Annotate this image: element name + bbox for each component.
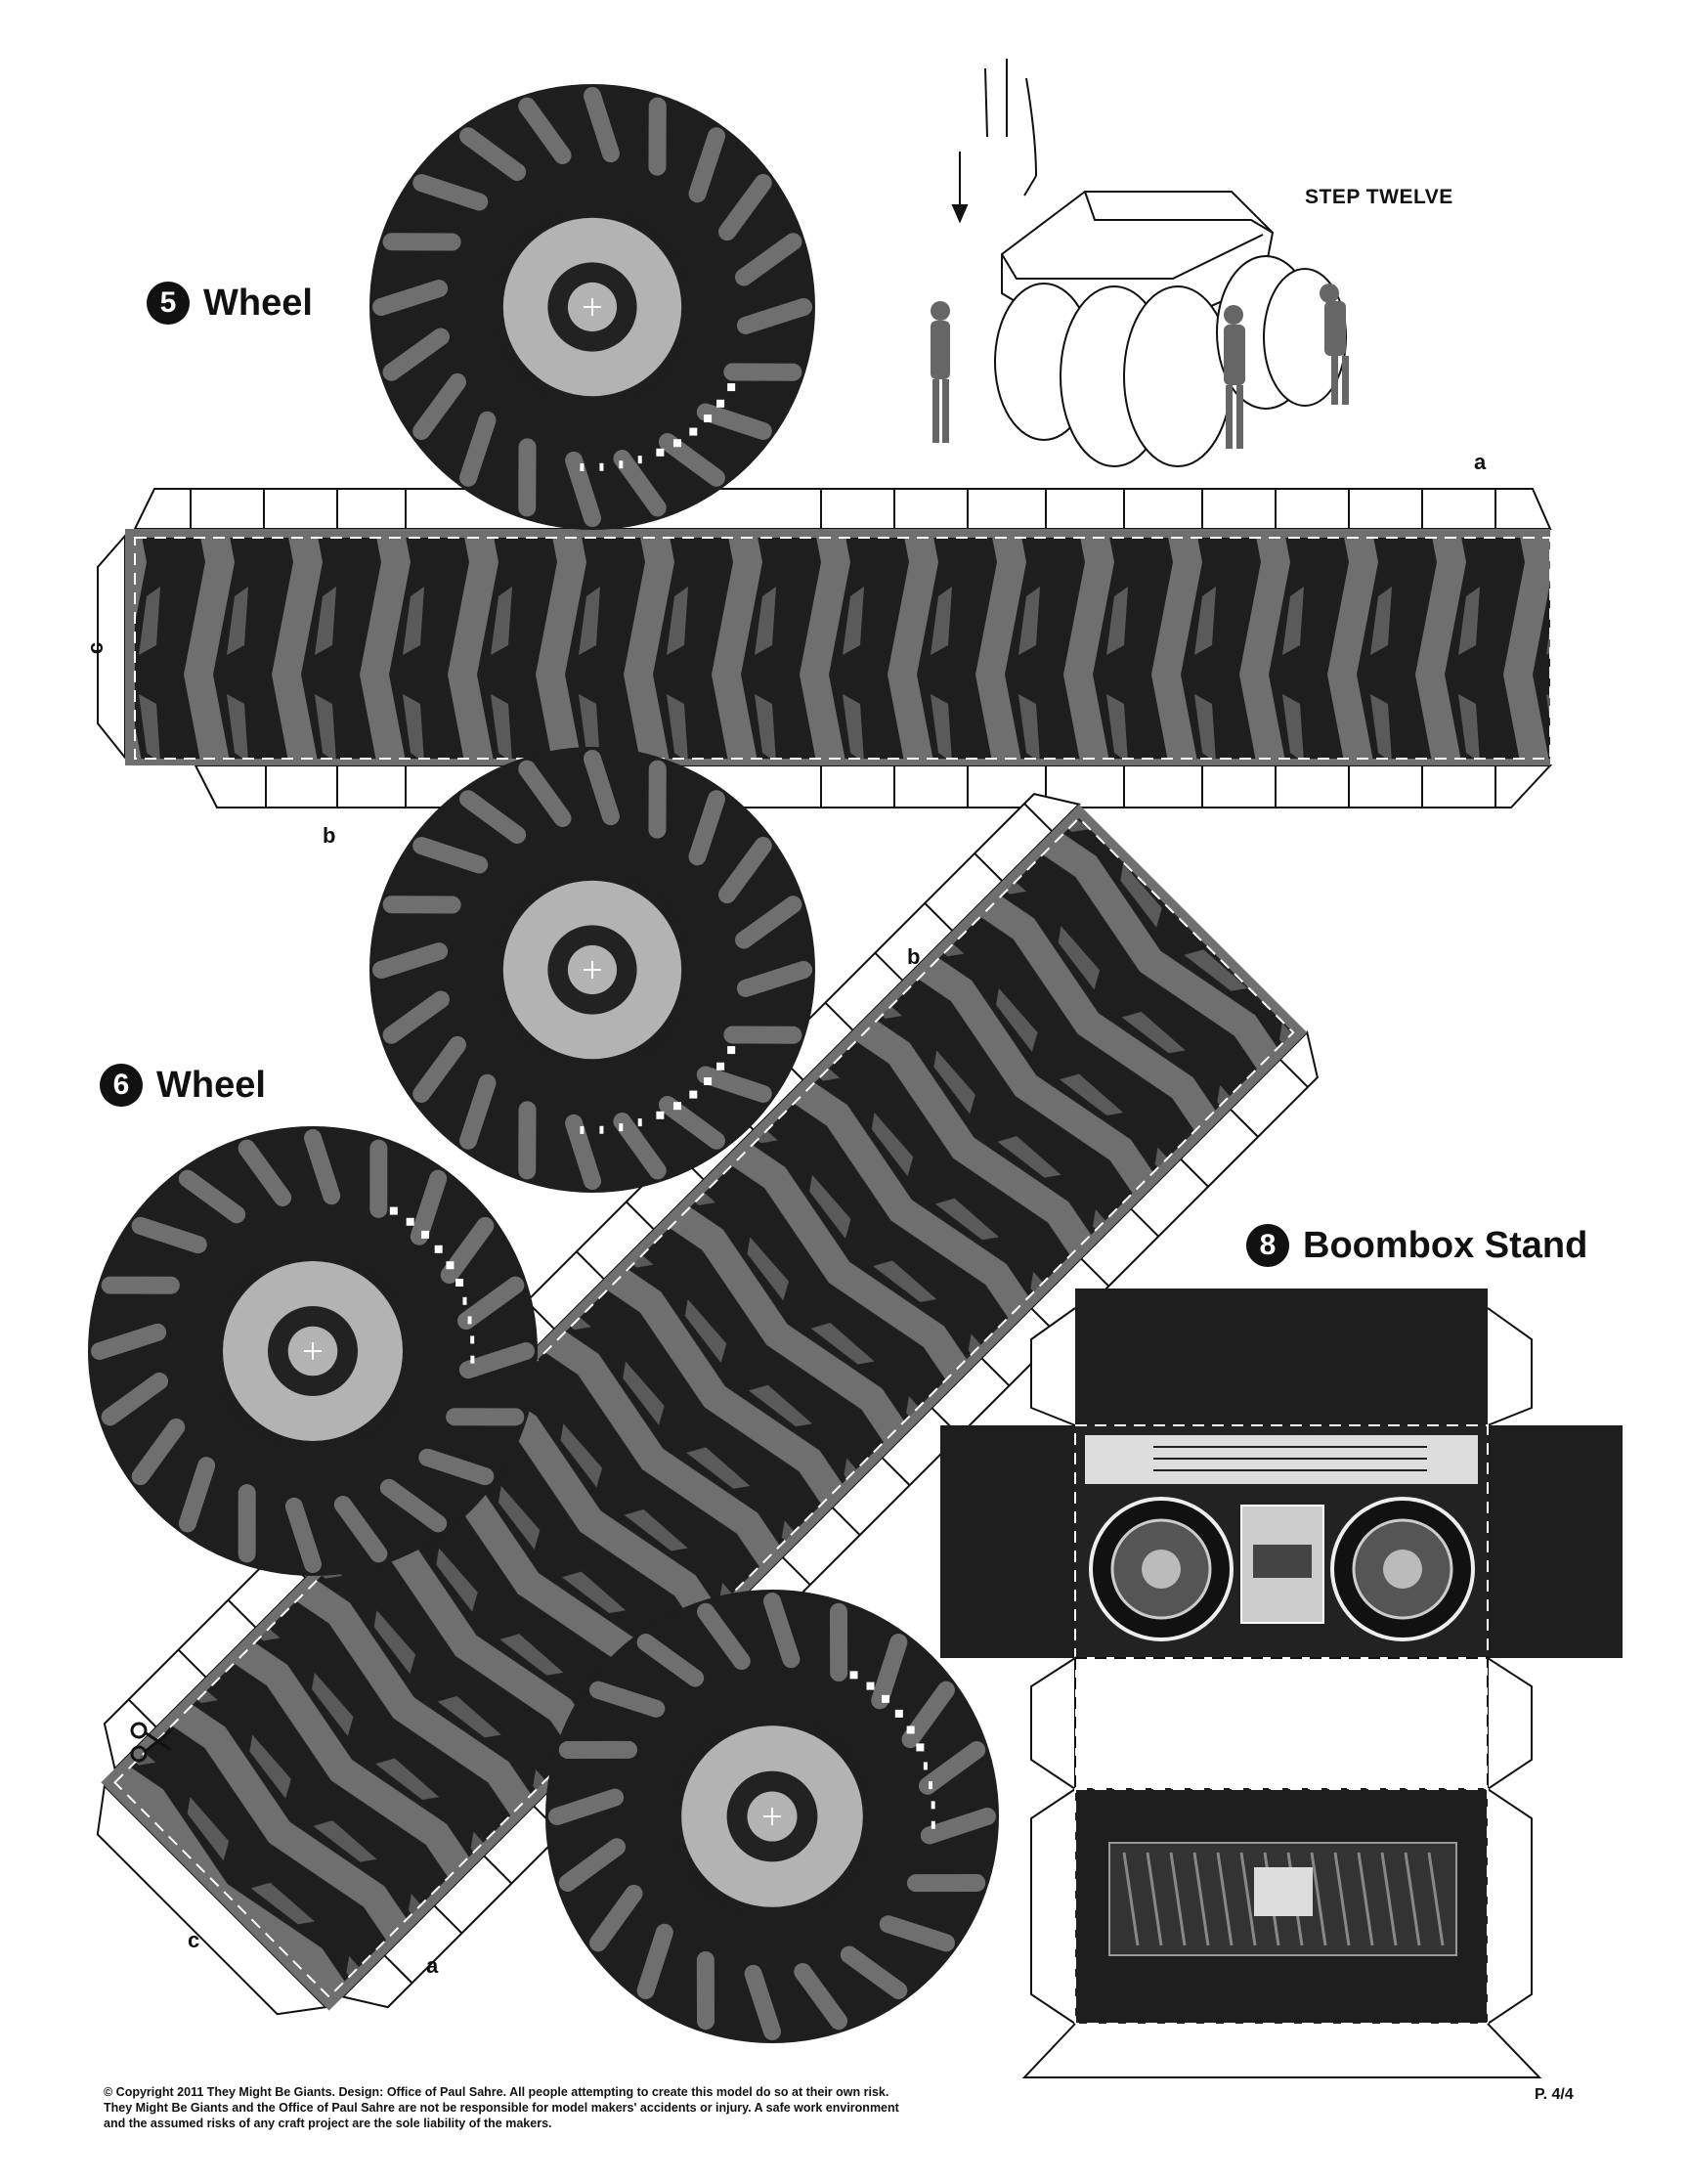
tab-letter-a: a xyxy=(426,1953,439,1978)
boombox-stand-net xyxy=(940,1289,1623,2078)
section-number-badge: 5 xyxy=(147,282,190,325)
section-title-text: Wheel xyxy=(156,1064,266,1106)
wheel5-strip xyxy=(97,488,1553,808)
wheel6-strip xyxy=(96,793,1319,2016)
tab-letter-c: c xyxy=(188,1928,200,1952)
copyright-footer: © Copyright 2011 They Might Be Giants. D… xyxy=(104,2084,1042,2131)
section-number-badge: 6 xyxy=(100,1064,143,1107)
tab-letter-a: a xyxy=(1474,450,1487,474)
section-title-text: Wheel xyxy=(203,282,313,324)
section-title-wheel6: 6 Wheel xyxy=(100,1064,266,1107)
footer-line: and the assumed risks of any craft proje… xyxy=(104,2117,552,2130)
tire xyxy=(545,1590,999,2043)
person-figure xyxy=(1320,284,1349,405)
step-illustration xyxy=(931,59,1349,467)
footer-line: © Copyright 2011 They Might Be Giants. D… xyxy=(104,2085,889,2099)
tire xyxy=(369,747,815,1193)
tire xyxy=(88,1126,538,1576)
footer-line: They Might Be Giants and the Office of P… xyxy=(104,2101,899,2115)
section-title-wheel5: 5 Wheel xyxy=(147,282,313,325)
page-number: P. 4/4 xyxy=(1535,2086,1574,2103)
section-number-badge: 8 xyxy=(1246,1224,1289,1267)
section-title-text: Boombox Stand xyxy=(1303,1224,1588,1266)
tab-letter-b: b xyxy=(907,944,921,969)
section-title-boombox-stand: 8 Boombox Stand xyxy=(1246,1224,1587,1267)
person-figure xyxy=(1224,305,1245,449)
tab-letter-b: b xyxy=(323,823,336,848)
tire xyxy=(369,84,815,530)
scissors-icon xyxy=(130,1722,172,1763)
person-figure xyxy=(931,301,950,443)
step-label: STEP TWELVE xyxy=(1305,186,1453,208)
tab-letter-c: c xyxy=(83,641,108,655)
